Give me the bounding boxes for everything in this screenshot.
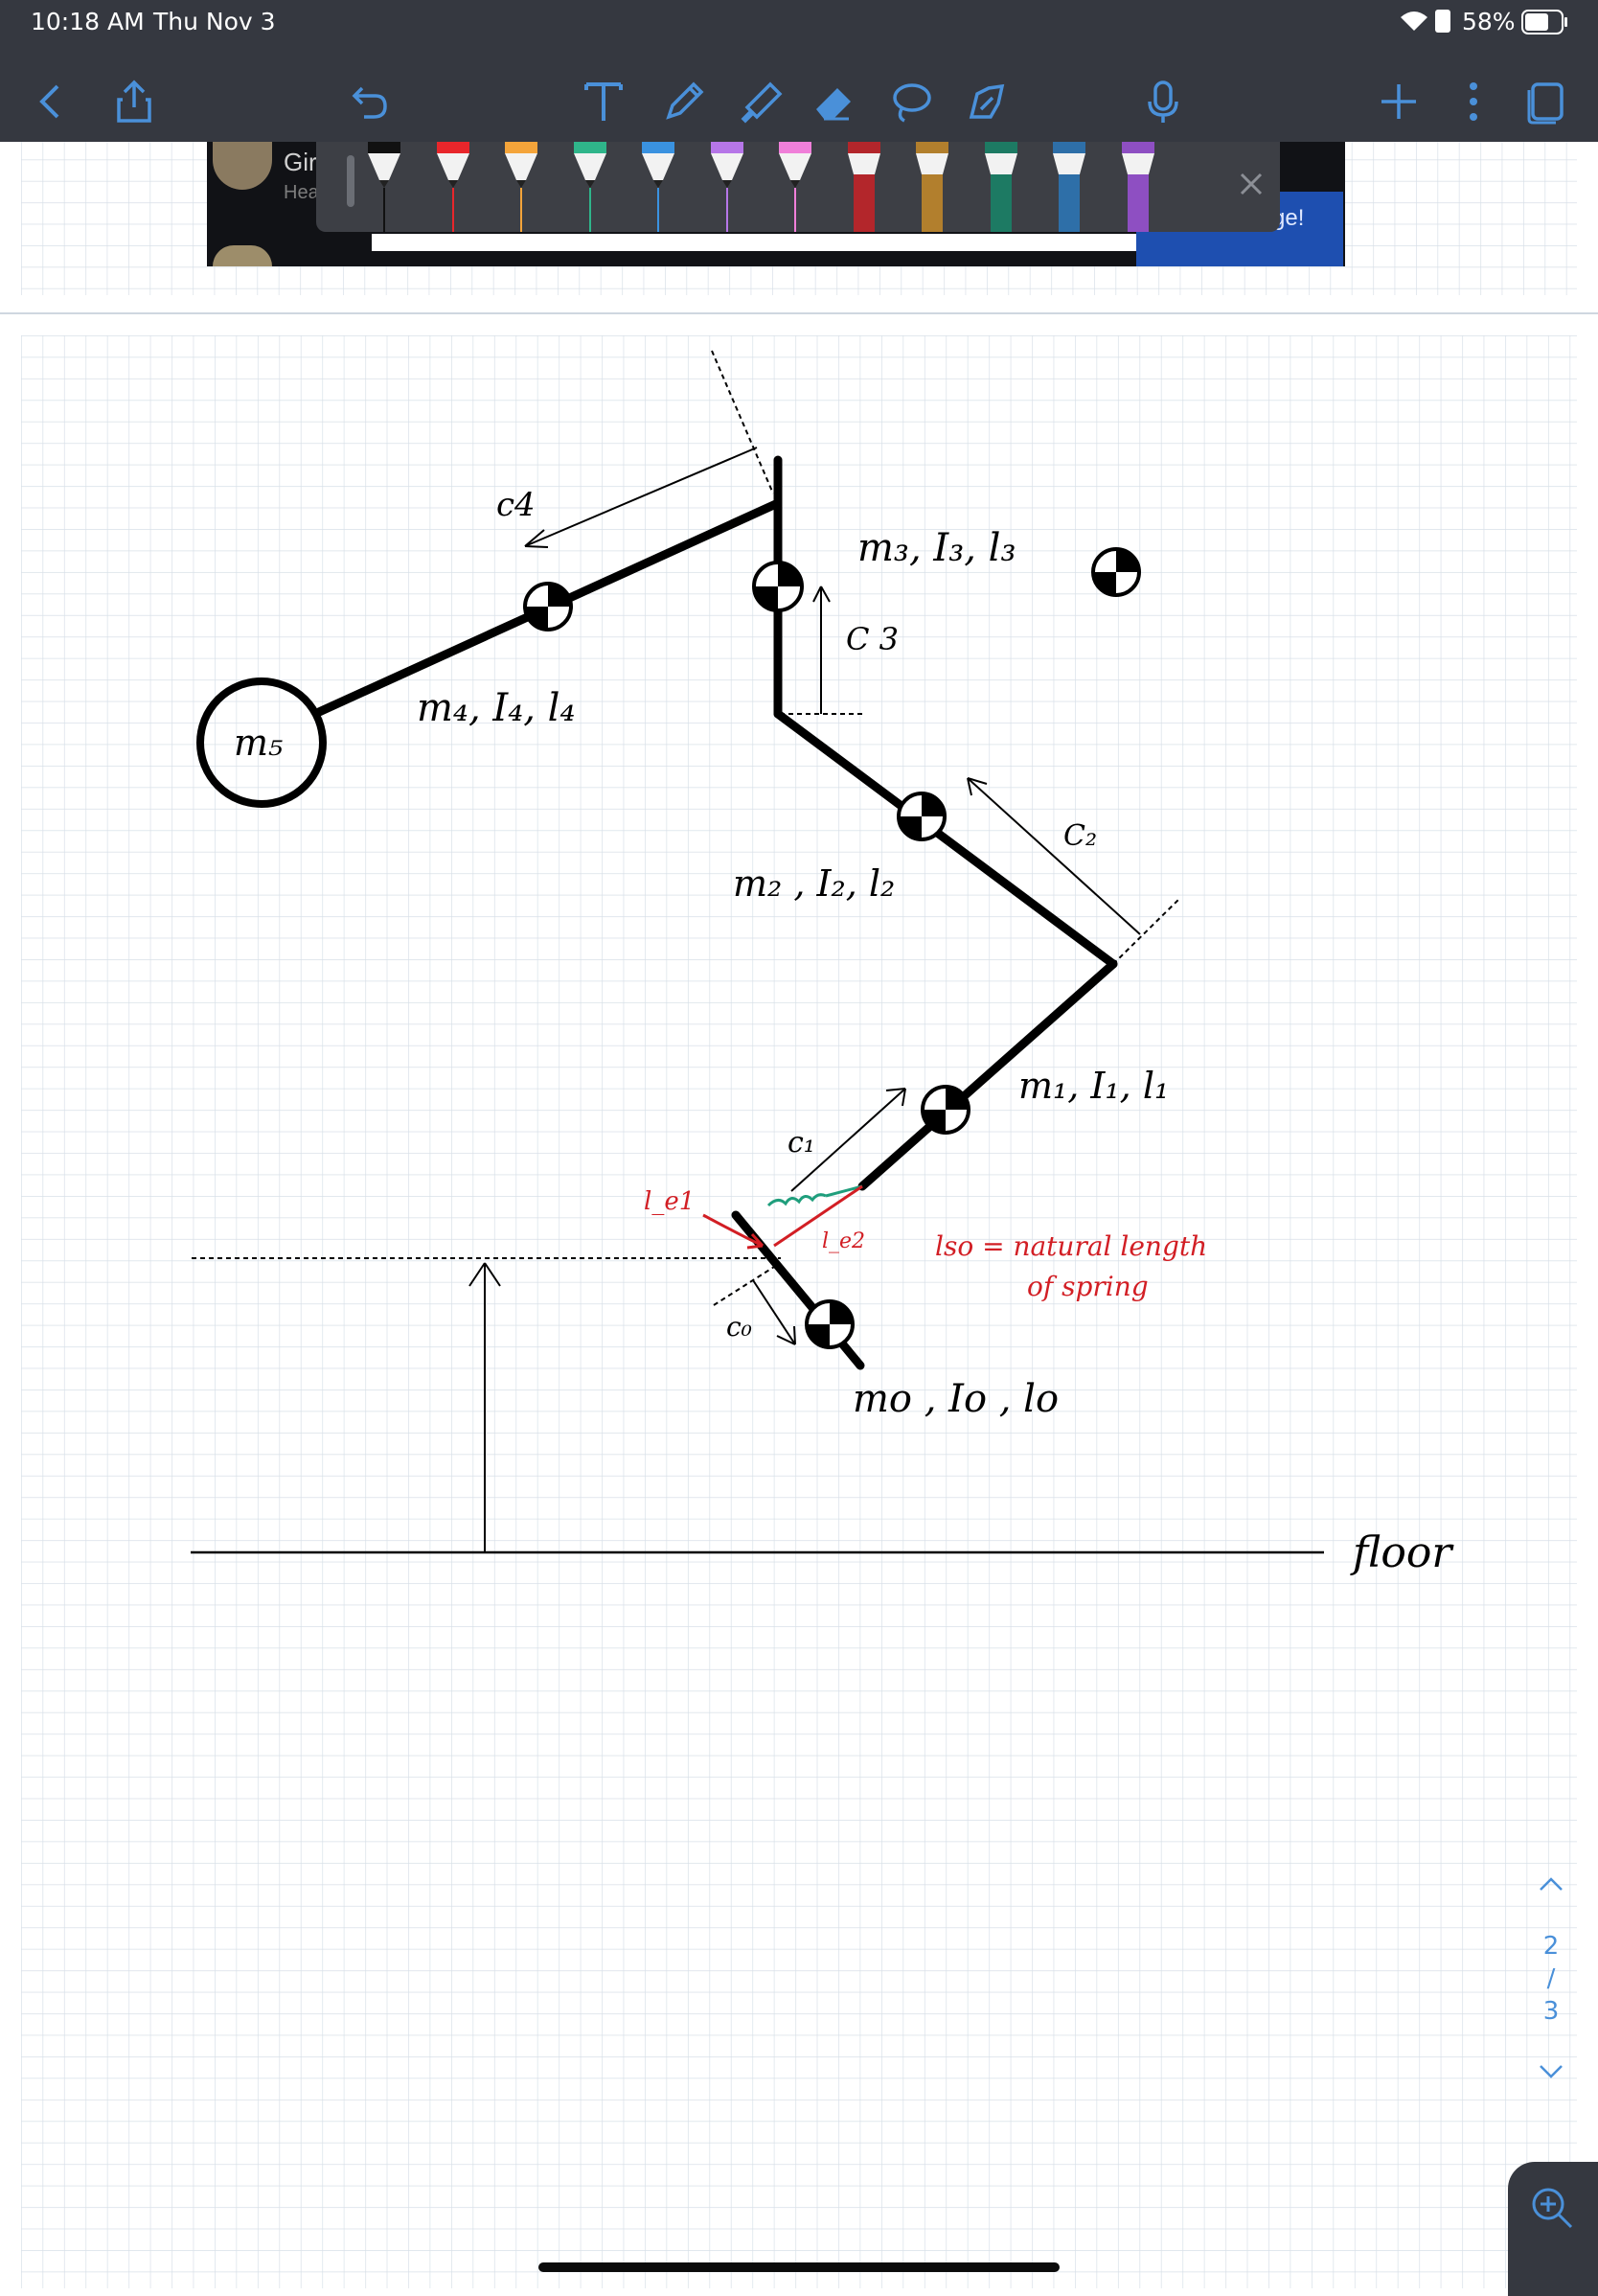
highlighter-swatch[interactable] — [983, 142, 1019, 232]
text-tool-icon[interactable] — [577, 75, 630, 128]
message-input-bar — [372, 234, 1138, 251]
pen-swatch[interactable] — [503, 142, 539, 232]
microphone-icon[interactable] — [1136, 75, 1190, 128]
page-navigator: 2 / 3 — [1521, 1859, 1581, 2099]
page-separator-slash: / — [1546, 1964, 1556, 1993]
label-c4: c4 — [496, 486, 536, 524]
label-c1: c₁ — [788, 1126, 815, 1159]
zoom-in-icon — [1529, 2185, 1575, 2235]
battery-percent: 58% — [1462, 8, 1516, 35]
highlighter-swatch[interactable] — [1051, 142, 1087, 232]
com-marker-2 — [897, 792, 947, 841]
zoom-button[interactable] — [1508, 2162, 1598, 2296]
shape-tool-icon[interactable] — [960, 75, 1014, 128]
label-le2: l_e2 — [822, 1229, 865, 1253]
label-m2: m₂ , I₂, l₂ — [733, 862, 895, 905]
avatar — [213, 245, 272, 266]
label-m4: m₄, I₄, l₄ — [417, 686, 576, 730]
highlighter-swatch[interactable] — [1120, 142, 1156, 232]
com-marker-3 — [752, 561, 804, 612]
notebook-page[interactable]: c4 m₃, I₃, l₃ C 3 m₄, I₄, l₄ m₅ C₂ m₂ , … — [21, 335, 1577, 2288]
label-le1: l_e1 — [644, 1187, 695, 1216]
prev-page-icon[interactable] — [1537, 1872, 1565, 1895]
label-spring: of spring — [1027, 1271, 1149, 1302]
share-icon[interactable] — [107, 75, 161, 128]
sketch-labels: c4 m₃, I₃, l₃ C 3 m₄, I₄, l₄ m₅ C₂ m₂ , … — [234, 486, 1454, 1577]
chat-sub-fragment: Hea — [284, 182, 319, 203]
pen-icon[interactable] — [657, 75, 711, 128]
mechanics-sketch: c4 m₃, I₃, l₃ C 3 m₄, I₄, l₄ m₅ C₂ m₂ , … — [191, 350, 1454, 1577]
label-lso: lso = natural length — [935, 1230, 1207, 1262]
chat-name-fragment: Gir — [284, 148, 317, 176]
label-m1: m₁, I₁, l₁ — [1018, 1065, 1169, 1107]
status-time: 10:18 AM — [31, 8, 145, 35]
back-icon[interactable] — [25, 75, 79, 128]
com-marker-0 — [805, 1299, 855, 1349]
wifi-icon — [1399, 10, 1429, 36]
label-floor: floor — [1350, 1528, 1454, 1577]
highlighter-icon[interactable] — [734, 75, 788, 128]
highlighter-swatch[interactable] — [914, 142, 950, 232]
page-separator — [0, 312, 1598, 314]
pages-icon[interactable] — [1519, 75, 1573, 128]
home-indicator[interactable] — [538, 2262, 1060, 2272]
pen-swatch[interactable] — [572, 142, 608, 232]
tray-handle[interactable] — [347, 155, 354, 207]
label-c0: c₀ — [726, 1311, 752, 1343]
eraser-icon[interactable] — [807, 75, 860, 128]
pen-swatch[interactable] — [435, 142, 471, 232]
total-pages: 3 — [1542, 1997, 1560, 2026]
status-date: Thu Nov 3 — [153, 8, 276, 35]
highlighter-swatch[interactable] — [846, 142, 882, 232]
com-marker-4 — [523, 582, 573, 631]
pen-swatch[interactable] — [777, 142, 813, 232]
pen-swatch[interactable] — [640, 142, 676, 232]
app-toolbar: 10:18 AM Thu Nov 3 58% — [0, 0, 1598, 142]
label-m3: m₃, I₃, l₃ — [857, 526, 1016, 570]
com-marker-1 — [921, 1085, 970, 1135]
mass-m5 — [196, 677, 327, 808]
close-tray-icon[interactable] — [1232, 165, 1270, 203]
lasso-icon[interactable] — [883, 75, 937, 128]
more-icon[interactable] — [1447, 75, 1500, 128]
label-m5: m₅ — [234, 722, 283, 764]
pen-tray — [316, 142, 1280, 232]
label-c3: C 3 — [846, 621, 899, 657]
current-page-number: 2 — [1542, 1932, 1560, 1961]
lock-rotation-icon — [1435, 10, 1450, 33]
pen-swatch[interactable] — [366, 142, 402, 232]
avatar — [213, 142, 272, 190]
undo-icon[interactable] — [343, 75, 397, 128]
dimension-lines — [191, 350, 1324, 1554]
spring-annotation — [702, 1184, 863, 1250]
label-c2: C₂ — [1063, 819, 1097, 853]
add-page-icon[interactable] — [1372, 75, 1426, 128]
label-m0: mo , Io , lo — [853, 1377, 1059, 1421]
grid-background — [21, 335, 1577, 2288]
com-marker-legend — [1091, 547, 1141, 597]
next-page-icon[interactable] — [1537, 2060, 1565, 2083]
pen-swatch[interactable] — [709, 142, 745, 232]
battery-icon — [1521, 10, 1569, 38]
